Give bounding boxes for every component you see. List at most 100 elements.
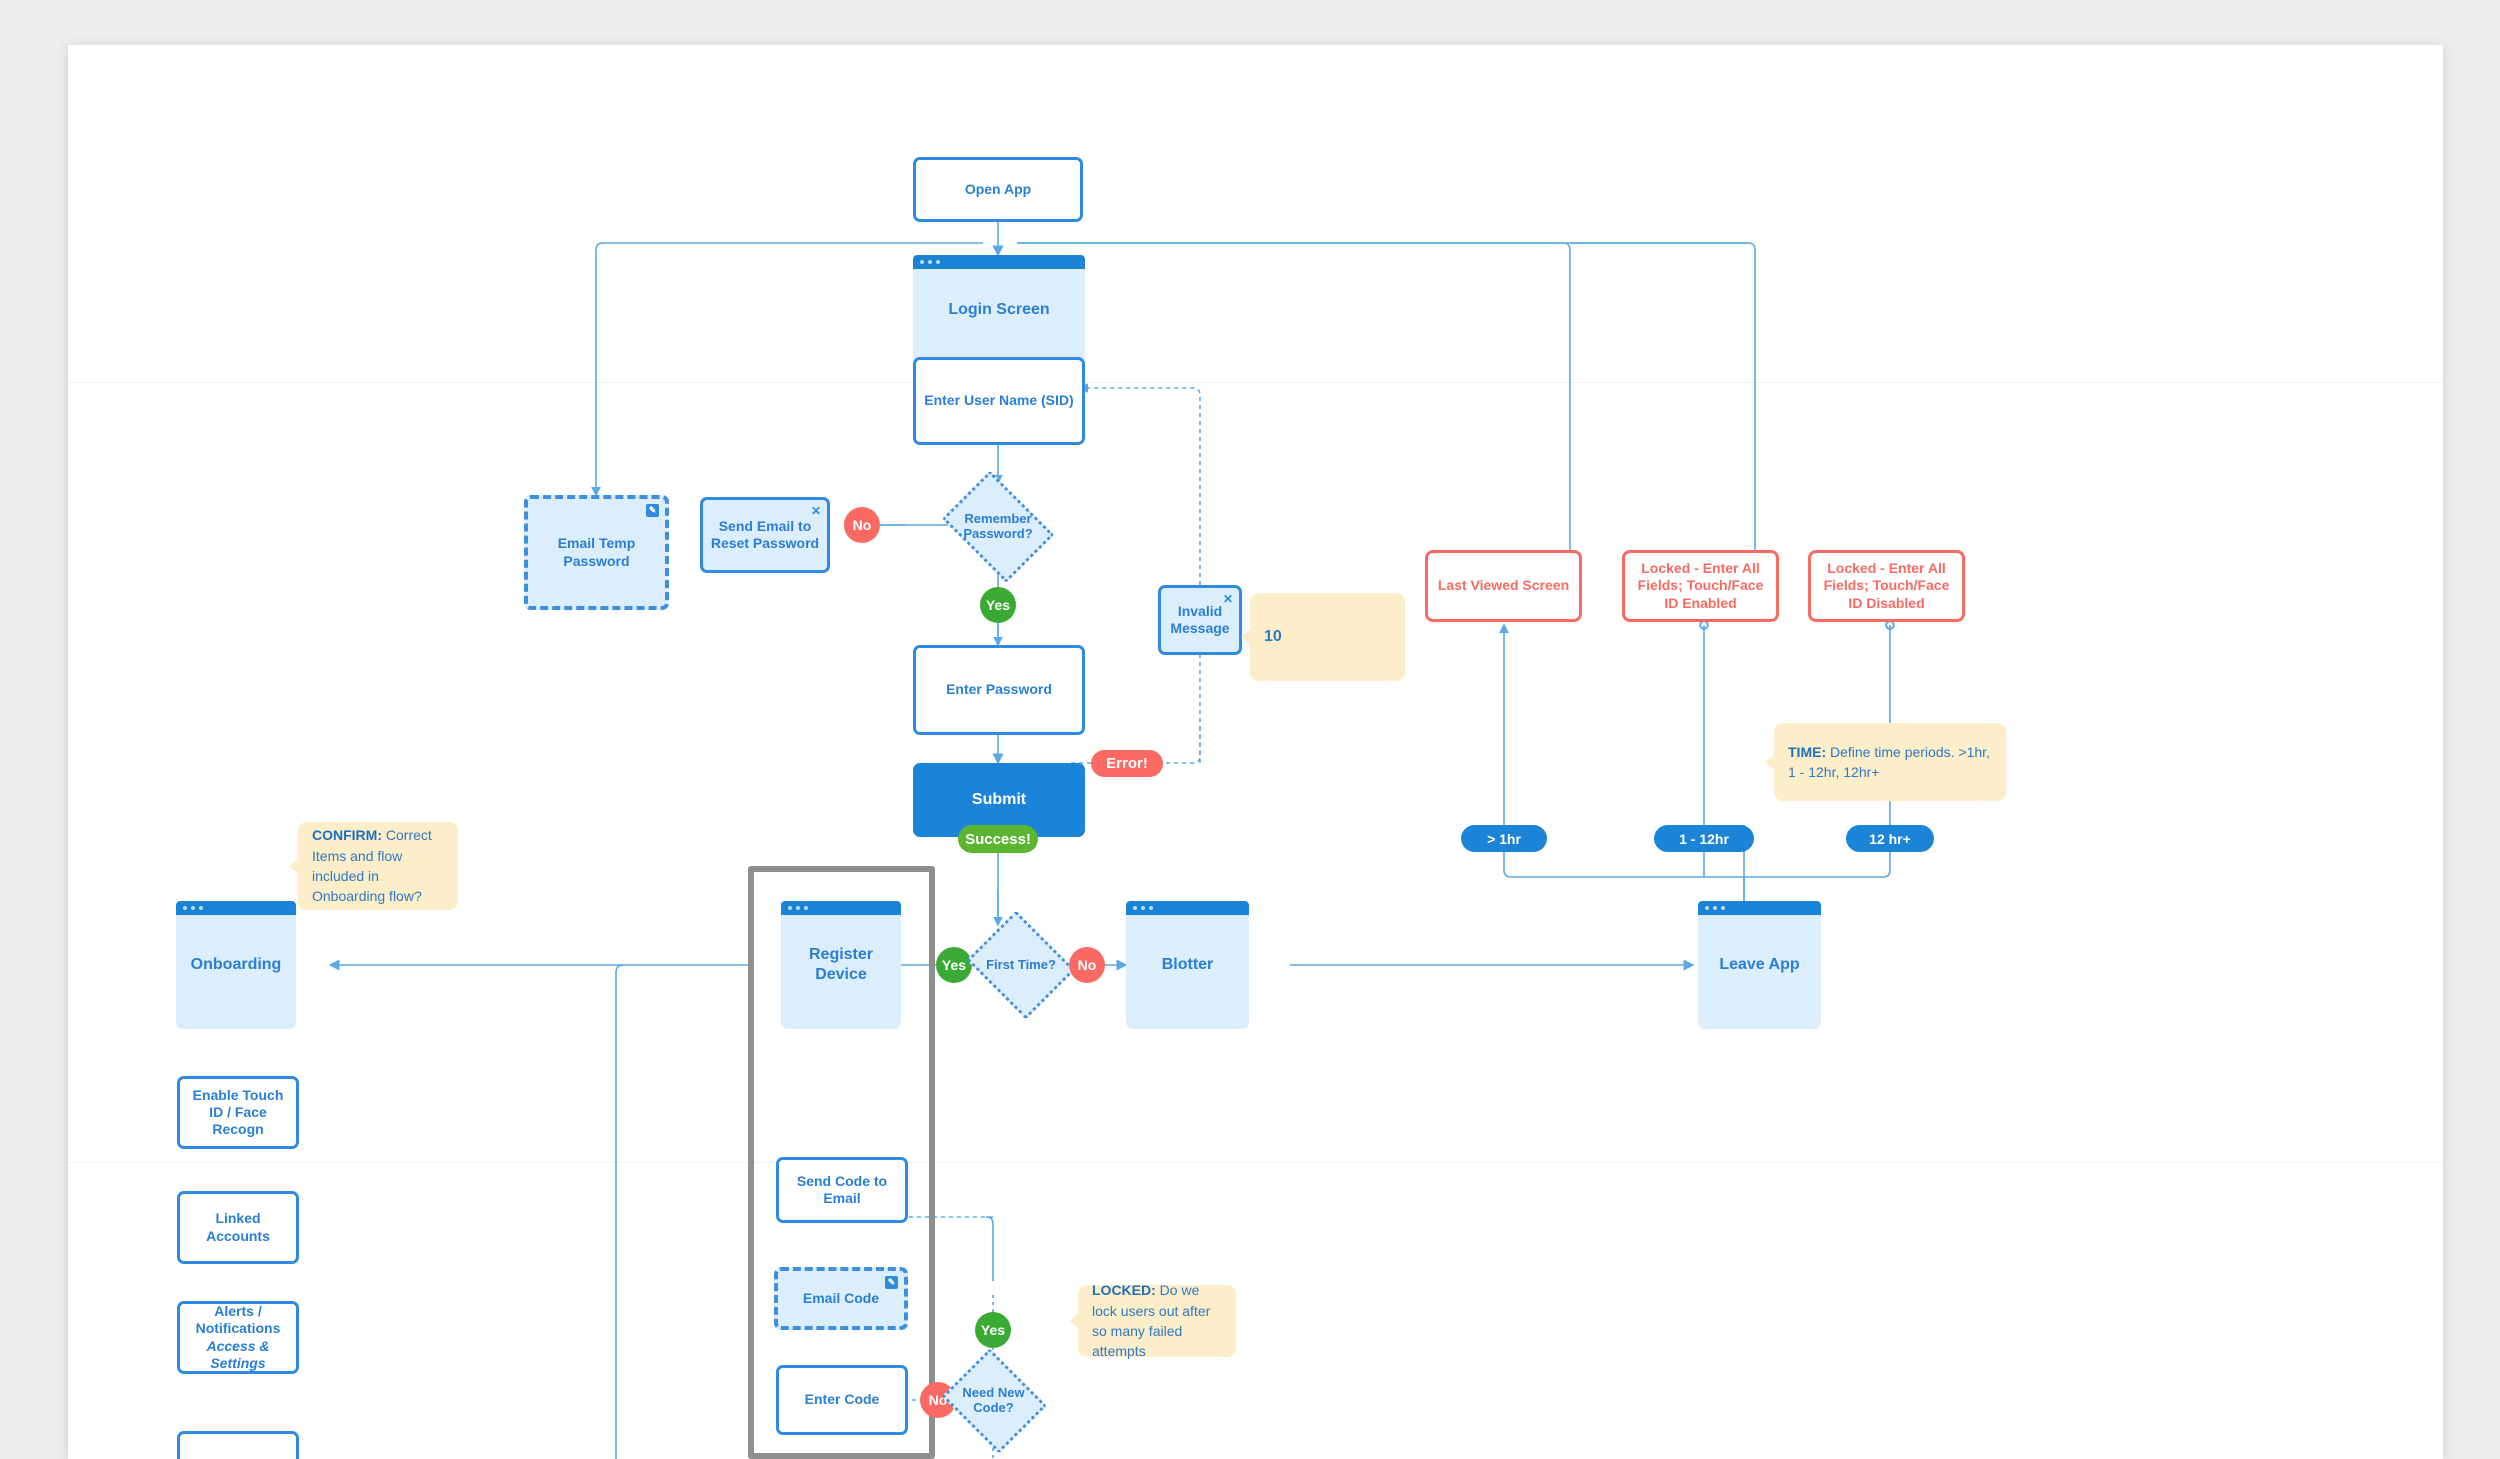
edit-icon[interactable]: ✎ [646,504,659,517]
note-label: LOCKED: [1092,1282,1156,1299]
note-label: CONFIRM: [312,827,382,844]
node-label: Enable Touch ID / Face Recogn [192,1086,284,1138]
node-leave-app[interactable]: Leave App [1698,901,1821,1029]
close-icon[interactable]: ✕ [810,504,821,518]
node-enter-password[interactable]: Enter Password [913,645,1085,735]
node-login-screen[interactable]: Login Screen [913,255,1085,365]
pill-label: 12 hr+ [1869,830,1911,847]
node-label: Enter User Name (SID) [924,392,1074,409]
note-body: Correct Items and flow included in Onboa… [312,827,432,905]
note-confirm[interactable]: CONFIRM: Correct Items and flow included… [289,822,458,910]
pill-label: Yes [985,597,1011,613]
edit-icon[interactable]: ✎ [885,1276,898,1289]
note-text: CONFIRM: Correct Items and flow included… [312,825,444,906]
note-retry-count[interactable]: 10 [1241,593,1405,681]
edge-label-no-remember-password[interactable]: No [844,507,880,543]
node-locked-touch-face-id-enabled[interactable]: Locked - Enter All Fields; Touch/Face ID… [1622,550,1779,622]
note-tail [1069,1313,1079,1329]
pill-label: 1 - 12hr [1679,830,1729,847]
pill-label: > 1hr [1487,830,1521,847]
node-label: First Time? [986,956,1056,972]
window-dot-icon [1721,906,1725,910]
pill-label: No [852,517,872,533]
window-titlebar [176,901,296,915]
node-label: Locked - Enter All Fields; Touch/Face ID… [1823,560,1950,611]
note-locked[interactable]: LOCKED: Do we lock users out after so ma… [1069,1282,1236,1359]
node-label: Leave App [1719,956,1800,974]
edge-label-error[interactable]: Error! [1091,750,1163,777]
pill-label: Error! [1106,755,1148,772]
node-need-new-code-decision[interactable]: Need New Code? [940,1348,1047,1454]
node-label: Email Code [802,1289,880,1306]
node-email-temp-password[interactable]: ✎ Email Temp Password [524,495,669,610]
node-first-time-decision[interactable]: First Time? [966,910,1076,1020]
node-submit-button[interactable]: Submit [913,763,1085,837]
node-alerts-notifications[interactable]: Alerts / Notifications Access & Settings [177,1301,299,1374]
node-label: Submit [971,791,1027,809]
node-send-code-to-email[interactable]: Send Code to Email [776,1157,908,1223]
note-time[interactable]: TIME: Define time periods. >1hr, 1 - 12h… [1765,723,2006,801]
node-register-device[interactable]: Register Device [781,901,901,1029]
node-label: Open App [964,180,1032,197]
node-label-line-1: Alerts / [214,1303,262,1320]
edge-label-yes-first-time[interactable]: Yes [936,947,972,983]
edge-label-yes-remember-password[interactable]: Yes [980,587,1016,623]
edge-label-no-first-time[interactable]: No [1069,947,1105,983]
window-titlebar [781,901,901,915]
node-label: Enter Code [804,1391,880,1408]
note-tail [1765,754,1775,770]
node-email-code[interactable]: ✎ Email Code [774,1267,908,1330]
window-titlebar [913,255,1085,269]
window-dot-icon [183,906,187,910]
node-remember-password-decision[interactable]: Remember Password? [938,470,1058,584]
edge-label-1-12hr[interactable]: 1 - 12hr [1654,825,1754,852]
pill-label: Yes [941,957,967,973]
node-enter-user-name[interactable]: Enter User Name (SID) [913,357,1085,445]
node-onboarding[interactable]: Onboarding [176,901,296,1029]
edge-label-yes-need-new-code[interactable]: Yes [975,1312,1011,1348]
node-label: Linked Accounts [206,1210,270,1244]
page-guide-line [68,1162,2443,1163]
window-dot-icon [1141,906,1145,910]
pill-label: Yes [980,1322,1006,1338]
window-titlebar [1126,901,1249,915]
node-linked-accounts[interactable]: Linked Accounts [177,1191,299,1264]
pill-label: No [1077,957,1097,973]
node-label: Enter Password [946,681,1052,698]
window-titlebar [1698,901,1821,915]
note-text: LOCKED: Do we lock users out after so ma… [1092,1280,1222,1361]
edge-label-12hr-plus[interactable]: 12 hr+ [1846,825,1934,852]
register-device-group-frame [748,866,935,1459]
window-dot-icon [920,260,924,264]
window-dot-icon [796,906,800,910]
window-dot-icon [928,260,932,264]
window-dot-icon [936,260,940,264]
node-send-email-reset-password[interactable]: ✕ Send Email to Reset Password [700,497,830,573]
node-label: Login Screen [948,301,1050,319]
edge-label-success[interactable]: Success! [958,825,1038,853]
node-blotter[interactable]: Blotter [1126,901,1249,1029]
node-label: Last Viewed Screen [1437,577,1570,594]
node-enter-code[interactable]: Enter Code [776,1365,908,1435]
window-dot-icon [804,906,808,910]
edge-label-gt-1hr[interactable]: > 1hr [1461,825,1547,852]
window-dot-icon [1133,906,1137,910]
node-partial-bottom-left[interactable] [177,1431,299,1459]
note-label: TIME: [1788,743,1827,760]
node-last-viewed-screen[interactable]: Last Viewed Screen [1425,550,1582,622]
node-label: Email Temp Password [557,535,636,569]
connector-layer [328,221,1895,1459]
node-label-line-2: Notifications [195,1320,281,1337]
node-label: Send Email to Reset Password [710,517,820,551]
diagram-canvas[interactable]: Open App Login Screen Enter User Name (S… [68,45,2443,1459]
node-open-app[interactable]: Open App [913,157,1083,222]
node-label: Locked - Enter All Fields; Touch/Face ID… [1637,560,1764,611]
note-body: Define time periods. >1hr, 1 - 12hr, 12h… [1788,743,1990,780]
node-locked-touch-face-id-disabled[interactable]: Locked - Enter All Fields; Touch/Face ID… [1808,550,1965,622]
note-tail [289,858,299,874]
close-icon[interactable]: ✕ [1222,592,1233,606]
node-label-line-3: Access & Settings [206,1337,270,1371]
window-dot-icon [1149,906,1153,910]
node-enable-touch-id[interactable]: Enable Touch ID / Face Recogn [177,1076,299,1149]
node-invalid-message[interactable]: ✕ Invalid Message [1158,585,1242,655]
